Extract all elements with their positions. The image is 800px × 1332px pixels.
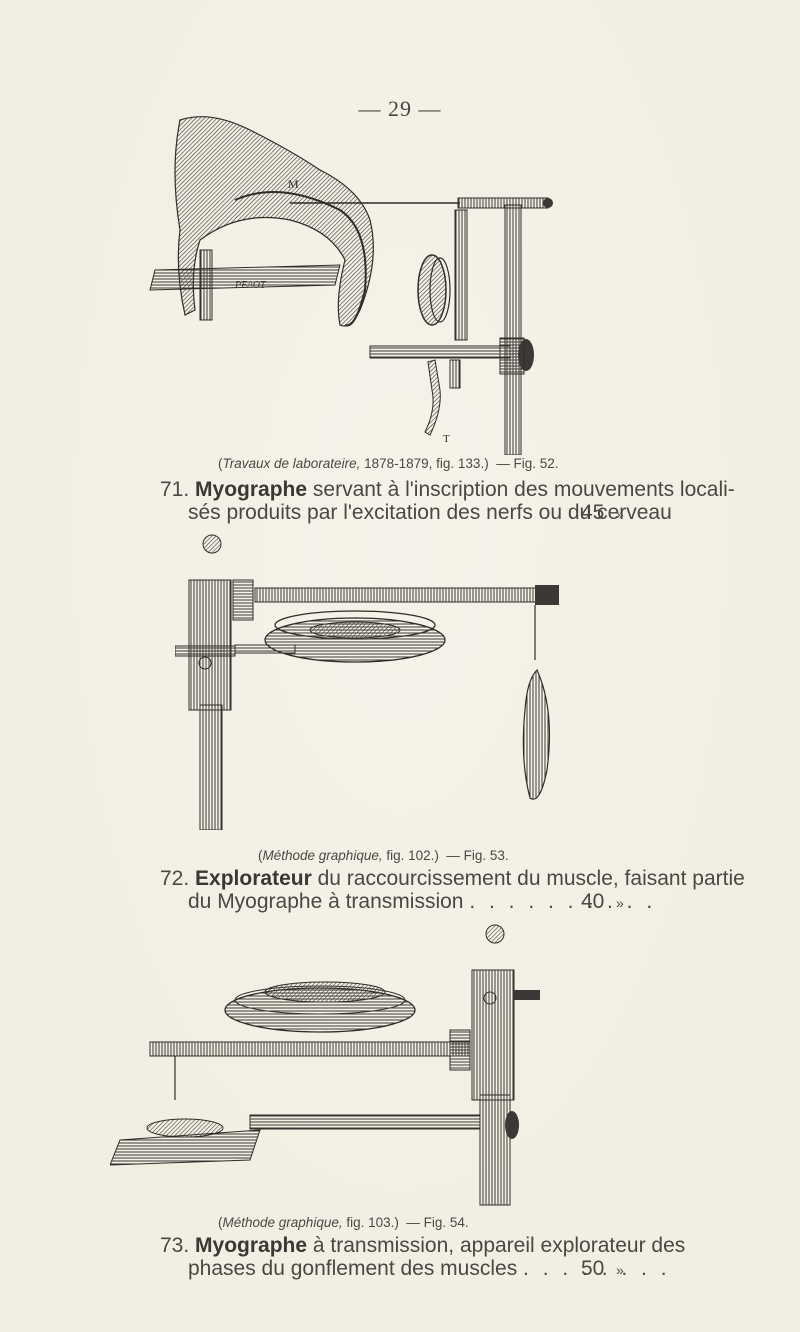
figure-52-caption: (Travaux de laborateire, 1878-1879, fig.… bbox=[218, 456, 559, 471]
entry-72-price: 40 » bbox=[581, 890, 624, 915]
entry-title: Myographe bbox=[195, 1234, 308, 1257]
entry-description-cont: du Myographe à transmission bbox=[188, 890, 464, 913]
caption-source: Travaux de laborateire, bbox=[222, 456, 361, 471]
figure-52-myograph-engraving: M PE/\OT T bbox=[140, 110, 570, 455]
page-number: — 29 — bbox=[358, 96, 442, 121]
entry-price-unit: » bbox=[616, 895, 624, 911]
entry-price: 40 bbox=[581, 890, 605, 913]
entry-71: 71. Myographe servant à l'inscription de… bbox=[160, 478, 735, 501]
entry-title: Explorateur bbox=[195, 867, 312, 890]
caption-fig-number: — Fig. 52. bbox=[496, 456, 559, 471]
caption-source: Méthode graphique, bbox=[262, 848, 383, 863]
entry-price-unit: » bbox=[616, 1262, 624, 1278]
caption-detail: fig. 103.) bbox=[346, 1215, 399, 1230]
entry-73: 73. Myographe à transmission, appareil e… bbox=[160, 1234, 685, 1257]
figure-53-explorateur-engraving bbox=[175, 530, 575, 830]
entry-price-unit: » bbox=[616, 506, 624, 522]
caption-source: Méthode graphique, bbox=[222, 1215, 343, 1230]
entry-72-line2: du Myographe à transmission . . . . . . … bbox=[188, 890, 656, 913]
entry-number: 71. bbox=[160, 478, 190, 501]
caption-fig-number: — Fig. 53. bbox=[446, 848, 509, 863]
figure-54-myographe-transmission-engraving bbox=[110, 920, 540, 1210]
explorateur-illustration bbox=[175, 534, 559, 830]
entry-leader-dots: . . . . . . . . . . bbox=[469, 890, 657, 913]
entry-description-cont: phases du gonflement des muscles bbox=[188, 1257, 518, 1280]
entry-description: servant à l'inscription des mouvements l… bbox=[312, 478, 735, 501]
entry-price: 50 bbox=[581, 1257, 605, 1280]
entry-description: à transmission, appareil explorateur des bbox=[312, 1234, 686, 1257]
myographe-transmission-illustration bbox=[110, 924, 540, 1206]
figure-53-caption: (Méthode graphique, fig. 102.) — Fig. 53… bbox=[258, 848, 509, 863]
caption-detail: 1878-1879, fig. 133.) bbox=[364, 456, 489, 471]
figure-54-caption: (Méthode graphique, fig. 103.) — Fig. 54… bbox=[218, 1215, 469, 1230]
label-T: T bbox=[443, 433, 450, 445]
entry-number: 72. bbox=[160, 867, 190, 890]
entry-72: 72. Explorateur du raccourcissement du m… bbox=[160, 867, 745, 890]
ink-handwriting: PE/\OT bbox=[234, 280, 267, 291]
entry-title: Myographe bbox=[195, 478, 308, 501]
entry-price: 45 bbox=[581, 501, 605, 524]
entry-73-price: 50 » bbox=[581, 1257, 624, 1282]
entry-leader-dots: . . . . . . . . bbox=[523, 1257, 671, 1280]
myograph-frog-illustration: M PE/\OT T bbox=[149, 116, 553, 455]
entry-number: 73. bbox=[160, 1234, 190, 1257]
entry-73-line2: phases du gonflement des muscles . . . .… bbox=[188, 1257, 671, 1280]
entry-description-cont: sés produits par l'excitation des nerfs … bbox=[188, 501, 672, 524]
label-M: M bbox=[288, 177, 299, 191]
entry-71-line2: sés produits par l'excitation des nerfs … bbox=[188, 501, 672, 524]
caption-fig-number: — Fig. 54. bbox=[406, 1215, 469, 1230]
entry-71-price: 45 » bbox=[581, 501, 624, 526]
entry-description: du raccourcissement du muscle, faisant p… bbox=[317, 867, 745, 890]
caption-detail: fig. 102.) bbox=[386, 848, 439, 863]
